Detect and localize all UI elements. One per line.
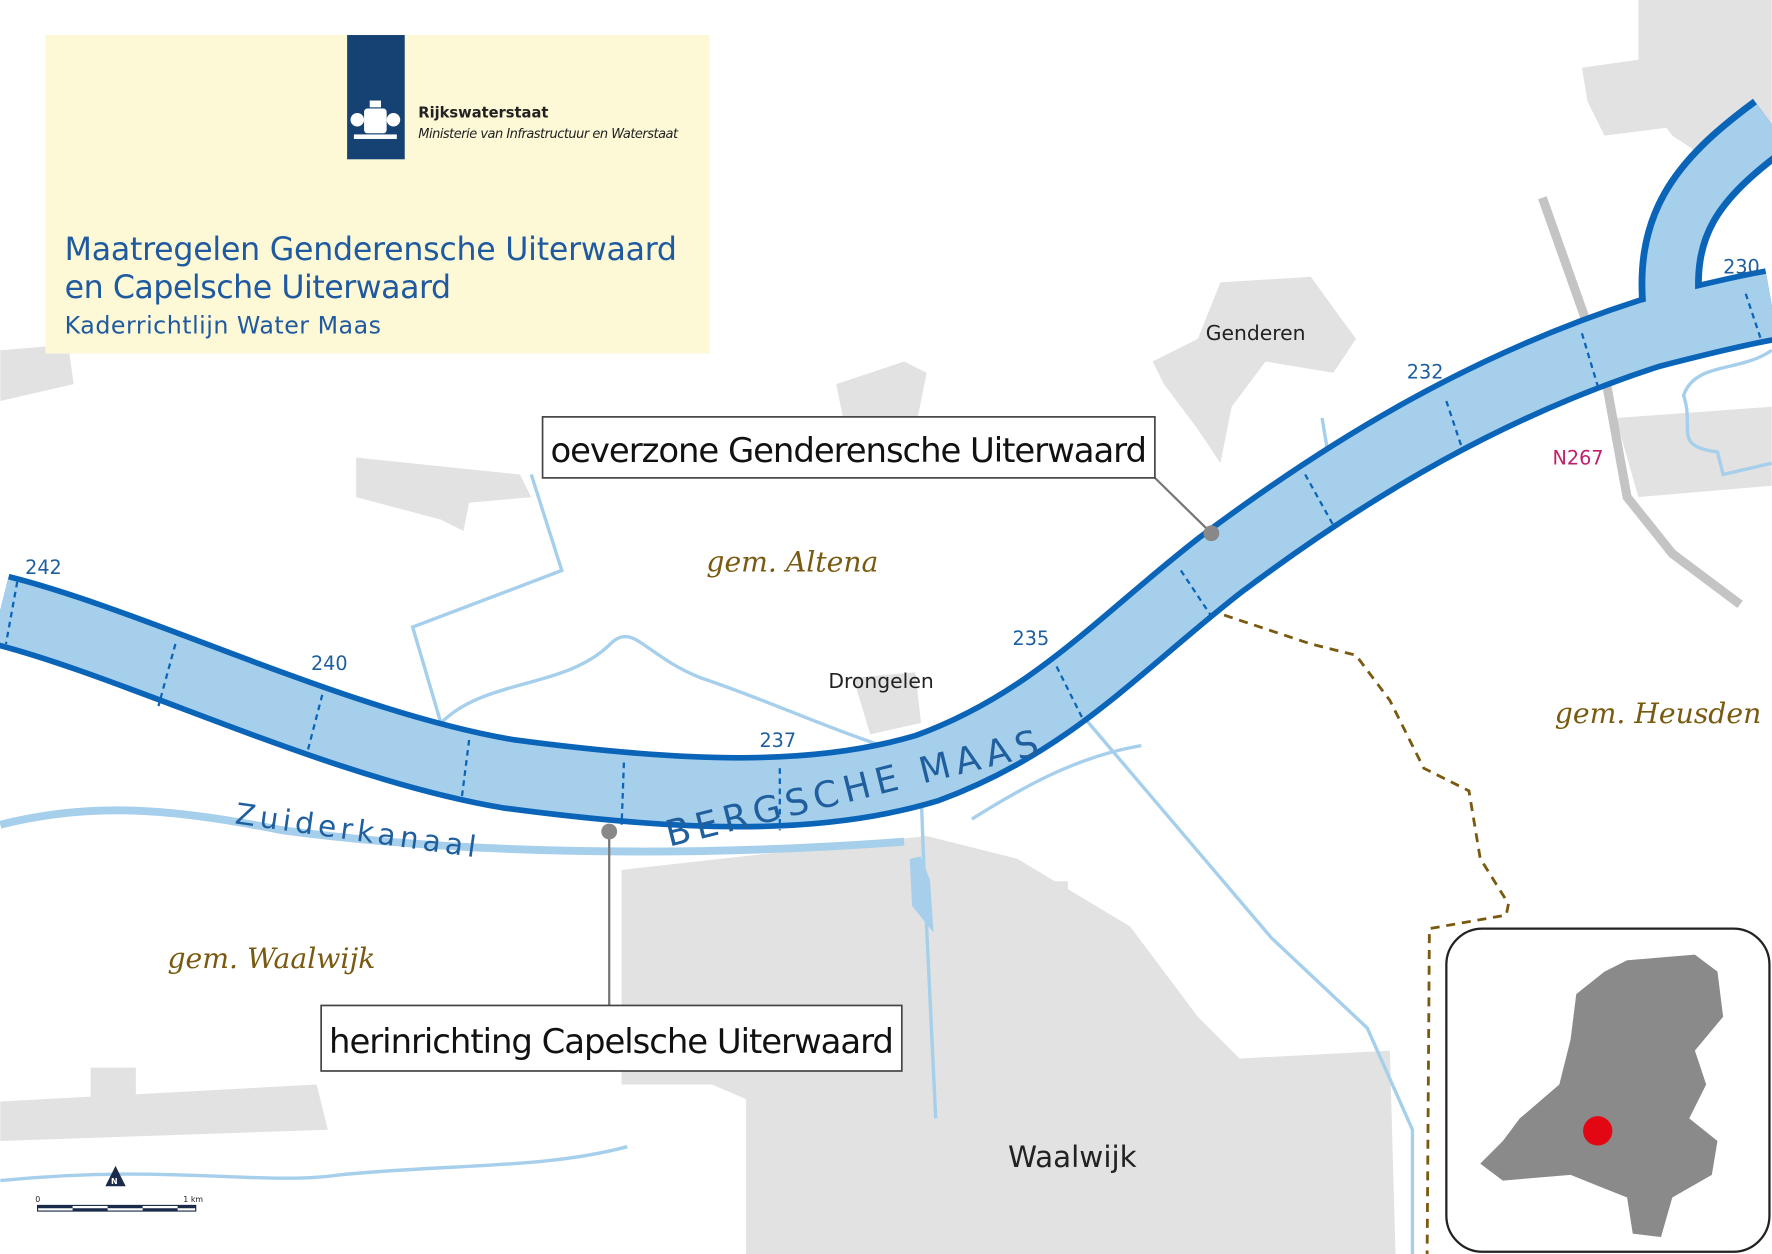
km-ticks bbox=[4, 293, 1764, 831]
scale-bar: N 0 1 km bbox=[35, 1165, 203, 1212]
river-bergsche-maas bbox=[0, 98, 1772, 830]
gem-waalwijk: gem. Waalwijk bbox=[167, 942, 375, 975]
km-label: 232 bbox=[1407, 360, 1444, 383]
km-label: 240 bbox=[311, 652, 348, 675]
road-label: N267 bbox=[1553, 446, 1604, 469]
place-genderen: Genderen bbox=[1206, 321, 1306, 345]
inset-map-netherlands bbox=[1445, 927, 1771, 1253]
place-drongelen: Drongelen bbox=[828, 669, 933, 693]
location-marker bbox=[1583, 1116, 1613, 1146]
map-subtitle: Kaderrichtlijn Water Maas bbox=[65, 311, 381, 339]
ministry-name: Ministerie van Infrastructuur en Waterst… bbox=[418, 127, 679, 142]
logo-bar bbox=[347, 35, 405, 160]
callout-north-text: oeverzone Genderensche Uiterwaard bbox=[550, 431, 1146, 470]
org-name: Rijkswaterstaat bbox=[418, 104, 548, 121]
callout-genderensche: oeverzone Genderensche Uiterwaard bbox=[541, 416, 1220, 542]
north-label: N bbox=[111, 1177, 118, 1186]
zuiderkanaal bbox=[0, 806, 905, 856]
netherlands-shape bbox=[1480, 954, 1724, 1238]
km-label: 235 bbox=[1013, 627, 1050, 650]
road-n267 bbox=[1538, 196, 1743, 609]
callout-south-text: herinrichting Capelsche Uiterwaard bbox=[329, 1022, 894, 1061]
map-title-line1: Maatregelen Genderensche Uiterwaard bbox=[65, 232, 677, 268]
km-label: 237 bbox=[759, 729, 796, 752]
place-waalwijk: Waalwijk bbox=[1008, 1140, 1137, 1174]
scale-end: 1 km bbox=[183, 1195, 203, 1204]
municipal-border bbox=[1208, 608, 1510, 1254]
header-box: Rijkswaterstaat Ministerie van Infrastru… bbox=[45, 35, 710, 354]
scale-start: 0 bbox=[35, 1195, 40, 1204]
canal-label: Zuiderkanaal bbox=[233, 797, 482, 865]
map-title-line2: en Capelsche Uiterwaard bbox=[65, 270, 451, 306]
gem-heusden: gem. Heusden bbox=[1555, 697, 1761, 730]
north-arrow-icon bbox=[105, 1165, 126, 1187]
km-label: 242 bbox=[25, 556, 62, 579]
gem-altena: gem. Altena bbox=[706, 546, 878, 579]
callout-capelsche: herinrichting Capelsche Uiterwaard bbox=[320, 823, 903, 1072]
waterways bbox=[0, 348, 1772, 1254]
coat-of-arms-icon bbox=[350, 100, 401, 139]
km-label: 230 bbox=[1723, 255, 1760, 278]
